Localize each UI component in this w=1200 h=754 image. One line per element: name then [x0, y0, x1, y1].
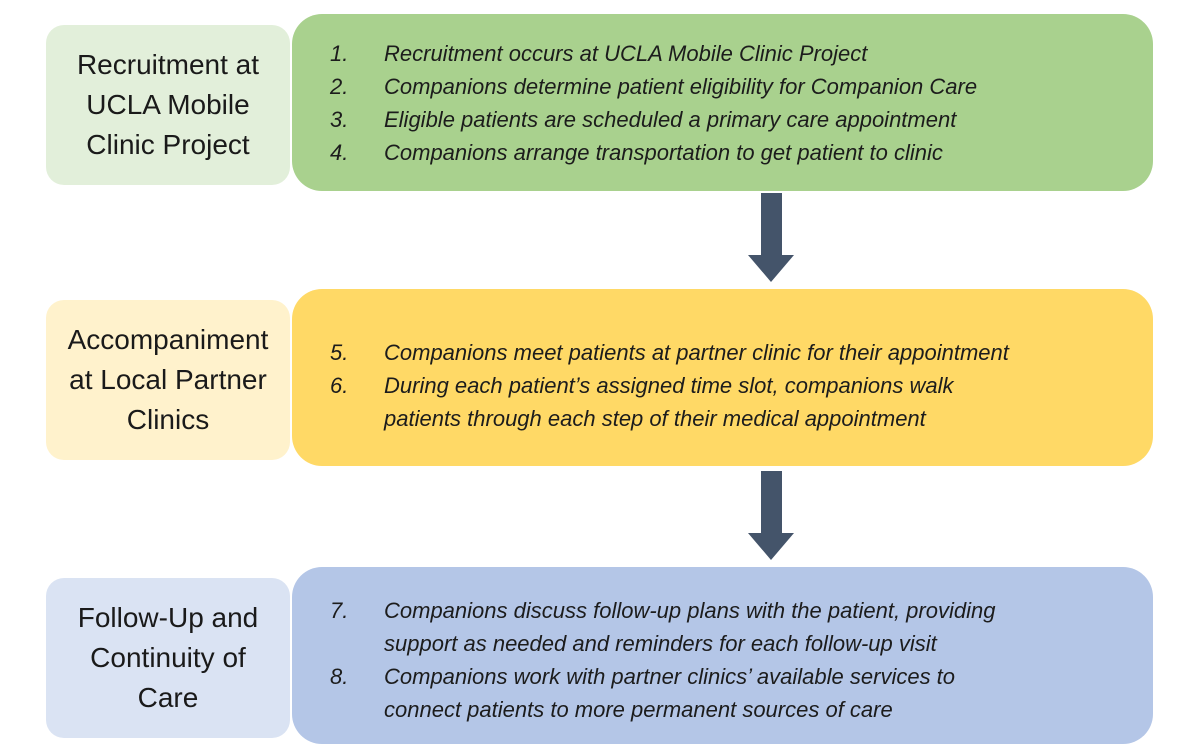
list-item-text: Recruitment occurs at UCLA Mobile Clinic…	[384, 40, 868, 66]
list-item-number: 7.	[330, 597, 349, 623]
list-item-number: 1.	[330, 40, 349, 66]
list-item-text: Companions arrange transportation to get…	[384, 139, 943, 165]
arrow-shaft	[760, 471, 782, 533]
list-item: 1. Recruitment occurs at UCLA Mobile Cli…	[292, 37, 1153, 70]
list-item: 3. Eligible patients are scheduled a pri…	[292, 103, 1153, 136]
list-item-text: Companions determine patient eligibility…	[384, 73, 978, 99]
list-item: 4. Companions arrange transportation to …	[292, 136, 1153, 169]
stage-accompaniment-steps-box: 5. Companions meet patients at partner c…	[292, 289, 1153, 466]
list-item-text: Companions discuss follow-up plans with …	[384, 597, 996, 656]
arrow-head	[748, 533, 794, 560]
list-item-text: Companions meet patients at partner clin…	[384, 340, 1009, 365]
list-item: 2. Companions determine patient eligibil…	[292, 70, 1153, 103]
list-item: 6. During each patient’s assigned time s…	[292, 369, 1153, 435]
stage-followup-steps-box: 7. Companions discuss follow-up plans wi…	[292, 567, 1153, 744]
stage-recruitment-label-box: Recruitment at UCLA Mobile Clinic Projec…	[46, 25, 290, 185]
list-item: 7. Companions discuss follow-up plans wi…	[292, 594, 1153, 660]
stage-followup-label: Follow-Up and Continuity of Care	[77, 602, 259, 713]
list-item-number: 5.	[330, 340, 349, 365]
list-item-number: 6.	[330, 373, 349, 398]
list-item-number: 8.	[330, 663, 349, 689]
down-arrow-icon	[748, 471, 794, 560]
stage-recruitment-steps-box: 1. Recruitment occurs at UCLA Mobile Cli…	[292, 14, 1153, 191]
list-item-number: 3.	[330, 106, 349, 132]
stage-recruitment-steps: 1. Recruitment occurs at UCLA Mobile Cli…	[292, 37, 1153, 169]
stage-recruitment-label: Recruitment at UCLA Mobile Clinic Projec…	[76, 49, 260, 160]
stage-accompaniment-label: Accompaniment at Local Partner Clinics	[67, 324, 269, 435]
stage-followup-steps: 7. Companions discuss follow-up plans wi…	[292, 594, 1153, 726]
list-item-text: Companions work with partner clinics’ av…	[384, 663, 956, 722]
list-item-number: 2.	[330, 73, 349, 99]
down-arrow-icon	[748, 193, 794, 282]
list-item-text: Eligible patients are scheduled a primar…	[384, 106, 957, 132]
stage-accompaniment-steps: 5. Companions meet patients at partner c…	[292, 336, 1153, 435]
list-item-text: During each patient’s assigned time slot…	[384, 373, 954, 431]
list-item: 5. Companions meet patients at partner c…	[292, 336, 1153, 369]
arrow-shaft	[760, 193, 782, 255]
list-item: 8. Companions work with partner clinics’…	[292, 660, 1153, 726]
stage-followup-label-box: Follow-Up and Continuity of Care	[46, 578, 290, 738]
list-item-number: 4.	[330, 139, 349, 165]
stage-accompaniment-label-box: Accompaniment at Local Partner Clinics	[46, 300, 290, 460]
arrow-head	[748, 255, 794, 282]
